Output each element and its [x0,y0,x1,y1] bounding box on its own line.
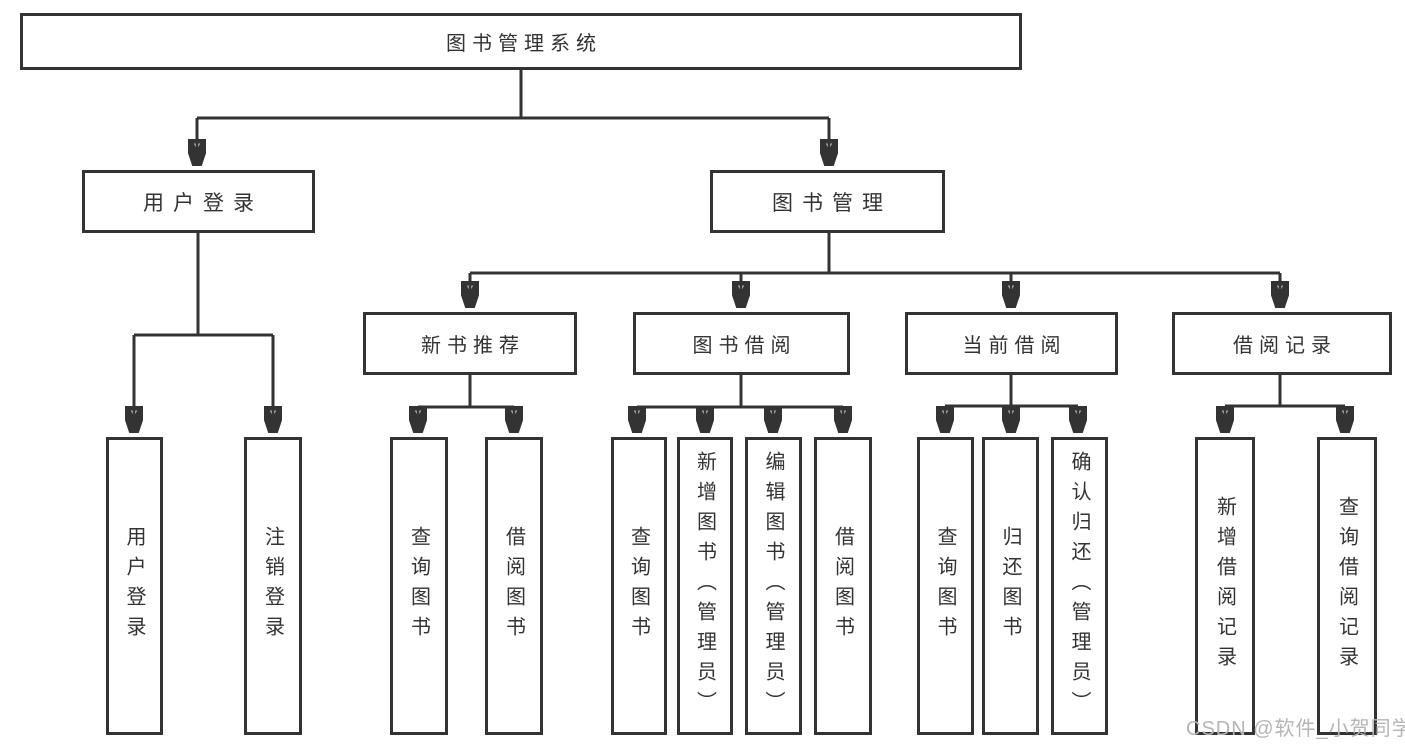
node-leaf-bb-edit-books-label: 编辑图书（管理员） [762,451,784,721]
node-leaf-cb-confirm-return: 确认归还（管理员） [1051,437,1108,735]
node-leaf-nb-query-books: 查询图书 [390,437,448,735]
node-leaf-user-login: 用户登录 [106,437,163,735]
node-leaf-logout-label: 注销登录 [261,526,284,646]
node-book-borrowing: 图书借阅 [633,312,850,375]
node-leaf-nb-borrow-books-label: 借阅图书 [502,526,525,646]
node-leaf-bb-borrow-books: 借阅图书 [814,437,872,735]
edge-book-management-to-level3 [470,233,1280,308]
node-borrowing-records: 借阅记录 [1172,312,1392,375]
node-leaf-cb-query-books-label: 查询图书 [934,526,956,646]
node-leaf-br-query-record: 查询借阅记录 [1317,437,1377,735]
node-book-borrowing-label: 图书借阅 [692,335,797,357]
node-leaf-nb-query-books-label: 查询图书 [407,526,430,646]
node-user-login: 用户登录 [82,170,315,233]
node-leaf-bb-add-books: 新增图书（管理员） [677,437,733,735]
edge-borrowing-records-to-leaves [1225,375,1345,433]
node-root-label: 图书管理系统 [446,33,602,55]
node-leaf-br-add-record-label: 新增借阅记录 [1213,496,1236,676]
node-borrowing-records-label: 借阅记录 [1233,335,1337,357]
csdn-watermark: CSDN @软件_小贺同学 [1186,718,1405,740]
node-leaf-cb-confirm-return-label: 确认归还（管理员） [1068,451,1090,721]
node-leaf-bb-query-books: 查询图书 [611,437,667,735]
node-leaf-bb-borrow-books-label: 借阅图书 [831,526,854,646]
node-new-book-recommend: 新书推荐 [363,312,577,375]
node-leaf-bb-query-books-label: 查询图书 [627,526,650,646]
edge-current-borrowing-to-leaves [945,375,1078,433]
edge-user-login-to-leaves [134,233,273,433]
node-root: 图书管理系统 [20,13,1022,70]
node-new-book-recommend-label: 新书推荐 [421,335,525,357]
node-leaf-cb-return-books: 归还图书 [982,437,1039,735]
node-leaf-cb-query-books: 查询图书 [917,437,974,735]
node-leaf-logout: 注销登录 [244,437,302,735]
node-leaf-bb-edit-books: 编辑图书（管理员） [745,437,802,735]
edge-book-borrowing-to-leaves [637,375,843,433]
node-leaf-cb-return-books-label: 归还图书 [999,526,1021,646]
node-leaf-user-login-label: 用户登录 [123,526,145,646]
node-leaf-br-query-record-label: 查询借阅记录 [1335,496,1358,676]
node-leaf-nb-borrow-books: 借阅图书 [485,437,543,735]
node-current-borrowing-label: 当前借阅 [962,335,1067,357]
node-leaf-bb-add-books-label: 新增图书（管理员） [693,451,716,721]
node-book-management-label: 图书管理 [772,191,892,215]
node-user-login-label: 用户登录 [143,191,263,215]
edge-root-to-level2 [197,70,829,166]
edge-new-book-recommend-to-leaves [418,375,514,433]
node-leaf-br-add-record: 新增借阅记录 [1195,437,1255,735]
node-current-borrowing: 当前借阅 [905,312,1118,375]
node-book-management: 图书管理 [710,170,945,233]
